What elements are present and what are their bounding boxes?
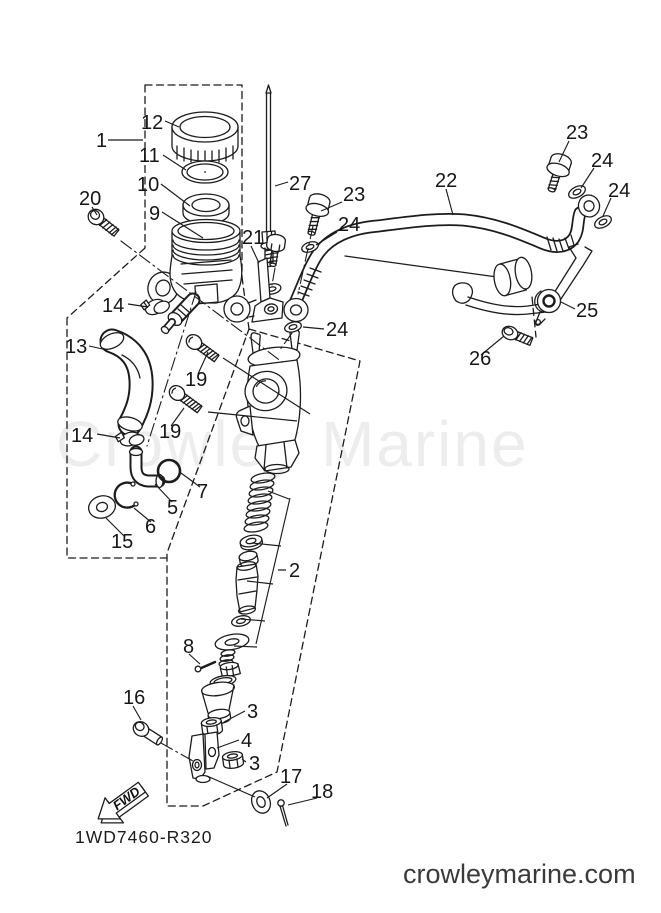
hose-collar [493,256,533,297]
callout-8[interactable]: 8 [183,636,194,658]
part-3b-nut [221,751,245,769]
part-24c-gasket [568,185,586,199]
part-19b-screw [168,384,203,414]
part-23a-union-bolt [305,193,331,236]
callout-13[interactable]: 13 [65,336,87,358]
part-24d-gasket [594,215,612,229]
part-3a-nut [200,717,224,736]
callout-27[interactable]: 27 [289,173,311,195]
part-7-o-ring [156,458,182,484]
callout-18[interactable]: 18 [311,781,333,803]
piston [235,561,259,615]
callout-1[interactable]: 1 [96,130,107,152]
assembly-axis-lines [120,225,314,762]
callout-24a[interactable]: 24 [338,214,360,236]
part-19a-screw [185,333,220,363]
hose-eyelet-lower [283,297,309,323]
part-2-bracket-lines [233,490,291,648]
callout-23b[interactable]: 23 [566,122,588,144]
callout-26[interactable]: 26 [469,348,491,370]
leader-lines [88,120,612,806]
part-12-reservoir-cap [171,111,239,164]
callouts: 1 12 11 10 9 20 14 13 14 15 6 5 7 19 19 … [65,112,630,803]
callout-7[interactable]: 7 [197,481,208,503]
holder-bolt-axis [531,296,537,338]
part-5-elbow-joint [128,445,166,489]
callout-24b[interactable]: 24 [326,319,348,341]
callout-14a[interactable]: 14 [102,295,124,317]
part-15-washer [88,495,116,519]
callout-23a[interactable]: 23 [343,184,365,206]
part-9-reservoir [147,218,243,335]
callout-19b[interactable]: 19 [159,421,181,443]
callout-10[interactable]: 10 [137,174,159,196]
site-credit: crowleymarine.com [403,859,636,889]
part-18-cotter-pin [277,799,289,827]
callout-24d[interactable]: 24 [608,180,630,202]
group-outline-reservoir [66,84,250,559]
callout-16[interactable]: 16 [123,687,145,709]
hose-ferrule-lower [297,267,322,297]
part-22-brake-hose [283,194,601,323]
callout-12[interactable]: 12 [141,112,163,134]
master-cylinder-body [235,328,302,475]
callout-2[interactable]: 2 [289,560,300,582]
seal-ring [239,534,264,551]
callout-21[interactable]: 21 [242,227,264,249]
callout-9[interactable]: 9 [149,203,160,225]
part-4-clevis-joint [188,731,220,784]
callout-11[interactable]: 11 [139,145,160,167]
group-outline-cylinder [166,328,361,807]
callout-25[interactable]: 25 [576,300,598,322]
hose-ferrule-upper [546,234,575,252]
reservoir-outlet [160,292,201,335]
part-21-stay-bracket [223,233,287,323]
fwd-direction-arrow: FWD [97,781,150,824]
callout-6[interactable]: 6 [145,516,156,538]
bracket-bolt [266,233,287,268]
part-24b-gasket [284,321,302,333]
callout-5[interactable]: 5 [167,497,178,519]
part-6-circlip [113,481,139,509]
part-2-piston-kit [200,472,276,725]
part-14b-hose-clamp [114,431,145,447]
callout-17[interactable]: 17 [280,766,302,788]
hose-eyelet-upper [577,194,601,218]
callout-4[interactable]: 4 [241,730,252,752]
callout-14b[interactable]: 14 [71,425,93,447]
part-17-washer [250,790,272,814]
spring [243,472,276,533]
part-20-screw [87,208,120,237]
callout-19a[interactable]: 19 [185,369,207,391]
part-25-hose-holder [534,288,562,326]
part-26-bolt [501,325,534,346]
part-16-bolt [132,721,164,746]
callout-20[interactable]: 20 [79,188,101,210]
seal-ring-2 [230,615,252,627]
part-11-diaphragm-plate [181,160,229,184]
callout-24c[interactable]: 24 [591,150,613,172]
stopper-plate [214,633,250,651]
callout-3a[interactable]: 3 [247,701,258,723]
part-23b-union-bolt [546,153,572,193]
part-13-reservoir-hose [99,328,154,437]
callout-3b[interactable]: 3 [249,753,260,775]
callout-22[interactable]: 22 [435,170,457,192]
drawing-number: 1WD7460-R320 [75,827,212,847]
pedal-bracket [344,243,593,346]
part-14a-hose-clamp [140,298,170,316]
part-10-diaphragm [182,193,230,225]
part-8-pin [194,660,217,673]
callout-15[interactable]: 15 [111,531,133,553]
